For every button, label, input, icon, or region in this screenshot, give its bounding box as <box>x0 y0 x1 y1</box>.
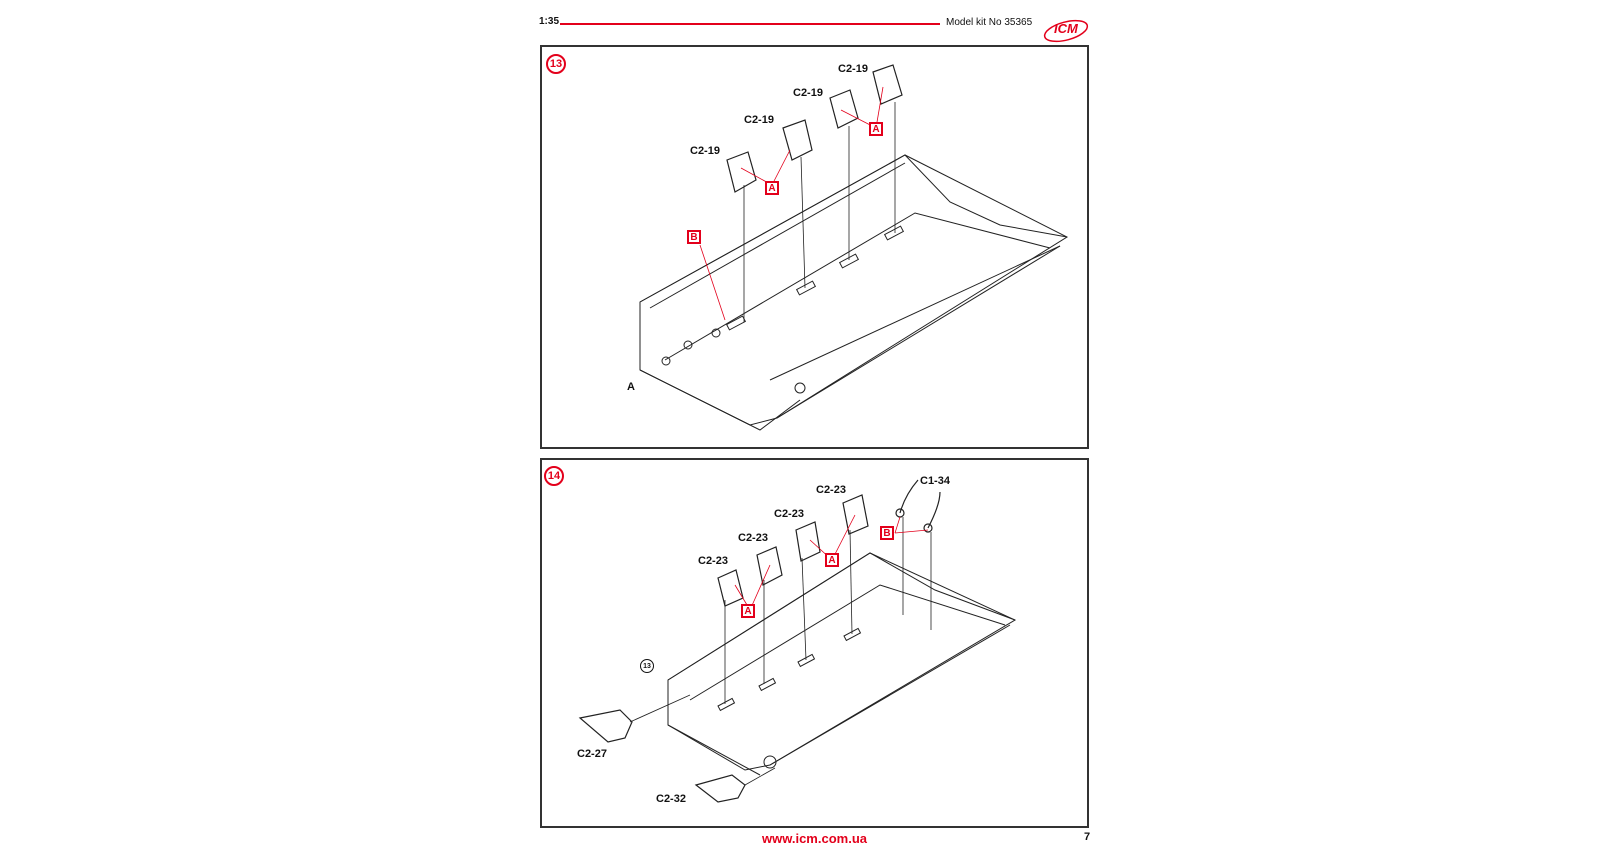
part-label-c2-23: C2-23 <box>774 508 804 520</box>
part-label-c2-19: C2-19 <box>690 145 720 157</box>
part-label-c2-32: C2-32 <box>656 793 686 805</box>
part-label-c2-23: C2-23 <box>816 484 846 496</box>
callout-a: A <box>825 553 839 567</box>
page-number: 7 <box>1084 831 1091 843</box>
callout-b: B <box>880 526 894 540</box>
kit-number: Model kit No 35365 <box>946 17 1033 28</box>
step-14-panel <box>540 458 1089 828</box>
part-label-c2-19: C2-19 <box>793 87 823 99</box>
callout-b: B <box>687 230 701 244</box>
step-13-panel <box>540 45 1089 449</box>
callout-a: A <box>765 181 779 195</box>
hull-drawing-step14 <box>578 479 1017 803</box>
website-link[interactable]: www.icm.com.ua <box>762 831 867 846</box>
svg-text:ICM: ICM <box>1054 21 1079 36</box>
view-label-a: A <box>627 381 635 393</box>
part-label-c1-34: C1-34 <box>920 475 950 487</box>
callout-a: A <box>741 604 755 618</box>
scale-label: 1:35 <box>539 16 560 27</box>
part-label-c2-19: C2-19 <box>838 63 868 75</box>
hull-drawing-step13 <box>639 64 1069 431</box>
part-label-c2-23: C2-23 <box>738 532 768 544</box>
header-rule <box>560 23 940 25</box>
reference-step-13: 13 <box>640 659 654 673</box>
icm-logo: ICM <box>1042 16 1090 49</box>
step-number-14: 14 <box>544 466 564 486</box>
part-label-c2-23: C2-23 <box>698 555 728 567</box>
callout-a: A <box>869 122 883 136</box>
step-number-13: 13 <box>546 54 566 74</box>
part-label-c2-27: C2-27 <box>577 748 607 760</box>
part-label-c2-19: C2-19 <box>744 114 774 126</box>
